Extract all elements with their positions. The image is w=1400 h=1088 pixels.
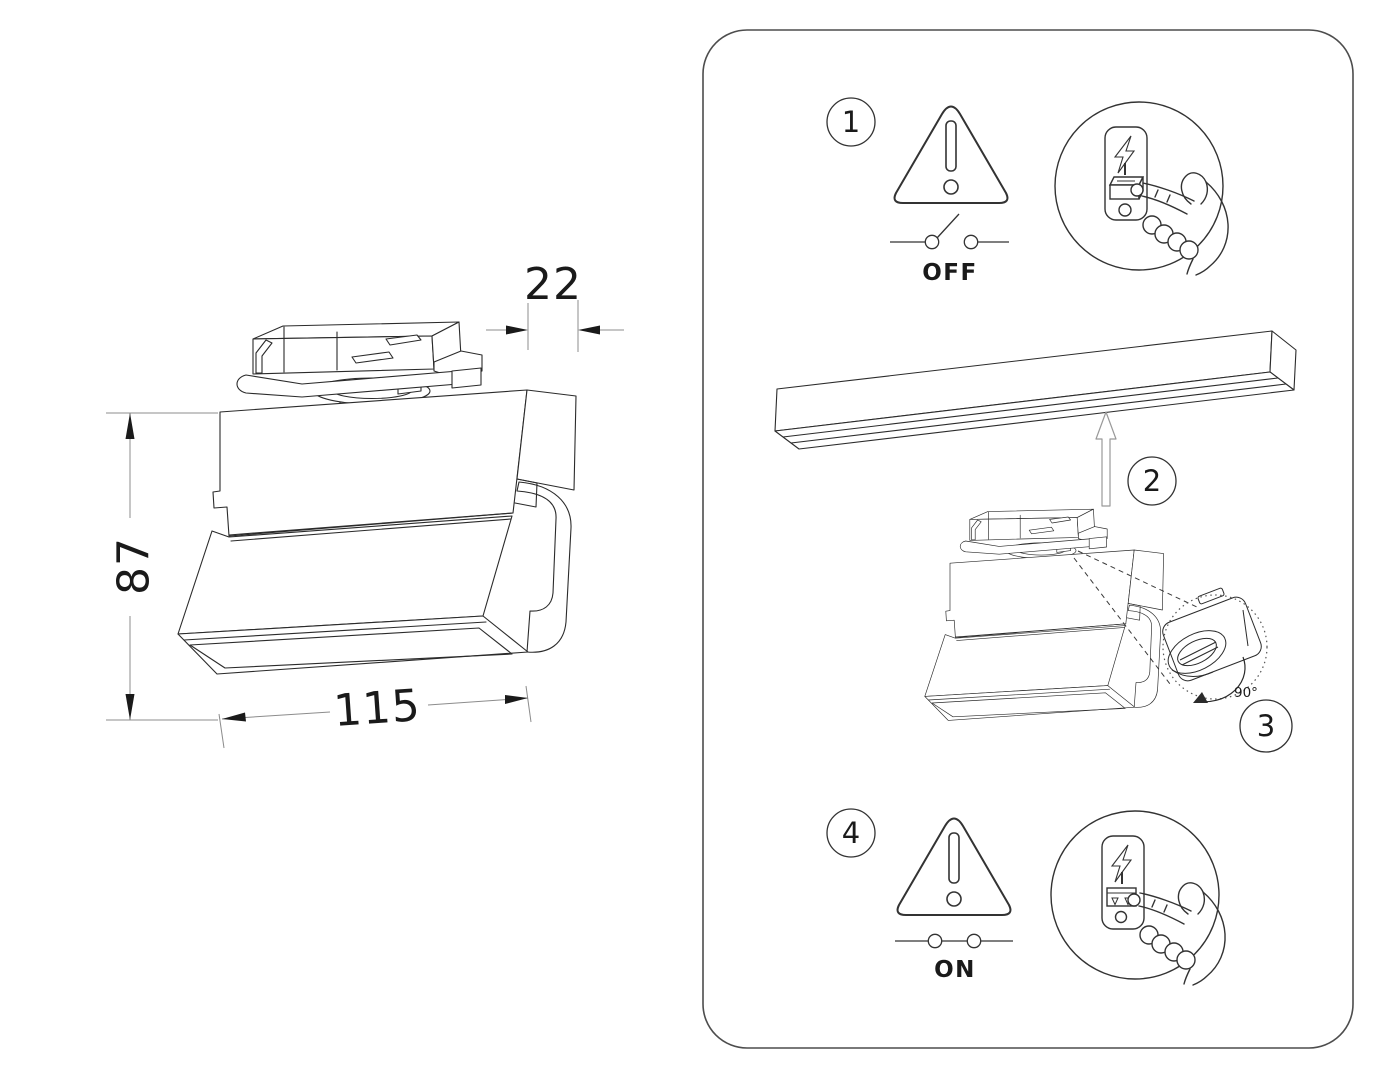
dim-length-value: 115 (332, 680, 422, 737)
step-1-badge (826, 97, 876, 147)
step-2: 2 (774, 330, 1297, 721)
closed-switch-icon (895, 933, 1013, 949)
wall-switch-plate (1104, 126, 1148, 221)
step-3: 90° 3 (1073, 550, 1293, 753)
off-position-mark (1114, 910, 1128, 924)
dimension-22 (486, 300, 624, 352)
dim-arrow-right (578, 325, 600, 335)
step-3-badge (1239, 699, 1293, 753)
rotation-detail-circle (1162, 594, 1268, 700)
step-1-number: 1 (842, 105, 860, 139)
open-switch-icon (890, 213, 1009, 250)
dimension-87 (106, 412, 218, 721)
track-light-fixture-drawing (177, 321, 577, 675)
off-label: OFF (922, 260, 977, 286)
dim-height-value: 87 (108, 537, 159, 595)
fixture-dimension-drawing: 22 87 115 (106, 259, 624, 749)
lightning-bolt-icon (1113, 135, 1136, 174)
step-1: 1 OFF (826, 97, 1229, 286)
hand-pressing-switch-off (1054, 101, 1229, 276)
step-4: 4 ON (826, 808, 1226, 986)
wall-switch-plate (1101, 835, 1145, 930)
dimension-115 (218, 685, 532, 749)
adapter-rotation-detail (1162, 587, 1262, 682)
step-4-badge (826, 808, 876, 858)
rotation-angle-label: 90° (1234, 685, 1258, 701)
dim-arrow-left (506, 325, 528, 335)
step-2-badge (1127, 456, 1177, 506)
hand-pressing-switch-on (1050, 810, 1226, 986)
rotation-arrow-icon (1196, 656, 1246, 703)
up-arrow-icon (1095, 411, 1117, 507)
step-2-number: 2 (1143, 464, 1161, 498)
dim-arrow-up (125, 413, 135, 439)
dim-arrow-right (505, 695, 528, 704)
detail-leader-lines (1073, 550, 1200, 685)
off-position-mark (1118, 203, 1132, 217)
step-3-number: 3 (1257, 709, 1275, 743)
dim-arrow-down (125, 694, 135, 720)
on-label: ON (934, 957, 976, 983)
dim-depth-value: 22 (524, 259, 582, 310)
track-rail (774, 330, 1297, 450)
dim-arrow-left (222, 712, 246, 722)
step-4-number: 4 (842, 816, 860, 850)
rotation-arrowhead (1193, 692, 1208, 703)
lightning-bolt-icon (1110, 844, 1133, 883)
